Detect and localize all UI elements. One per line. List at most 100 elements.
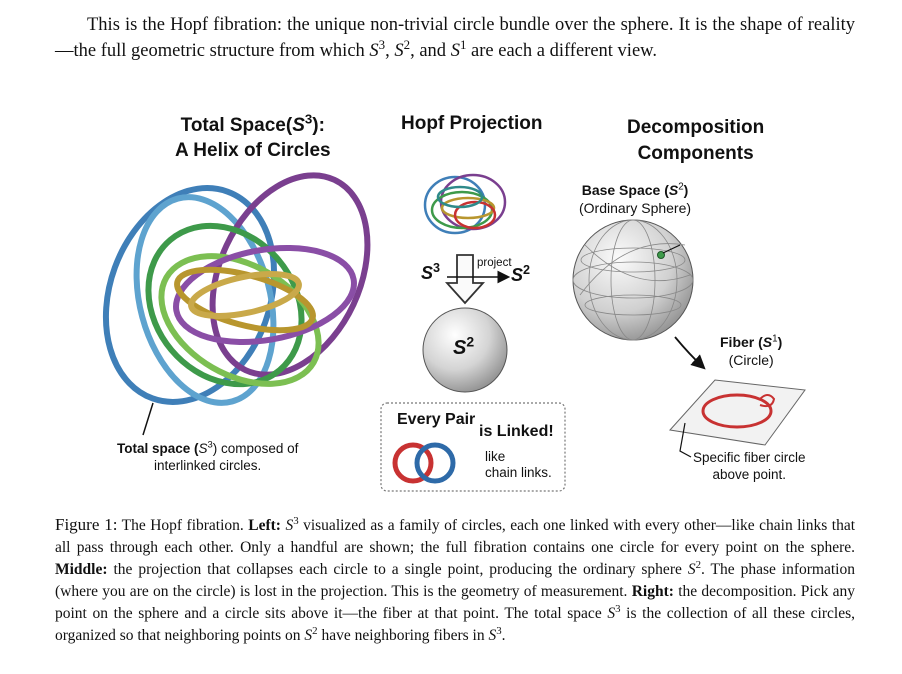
sphere-grid	[572, 219, 694, 341]
caption-text: .	[501, 627, 506, 644]
base-sphere-body	[572, 219, 694, 341]
math-sup: 2	[695, 558, 701, 571]
math-s3: S	[369, 41, 379, 61]
specific-line2: above point.	[712, 467, 787, 482]
fiber-label-sub: (Circle)	[728, 352, 774, 368]
fiber-label-text: Fiber (	[720, 334, 763, 350]
math-s1: S	[450, 41, 460, 61]
fiber-loop-green	[145, 222, 305, 388]
project-label: project	[477, 257, 512, 269]
math-s1: S	[762, 334, 773, 350]
fiber-loop-blue	[102, 185, 278, 405]
specific-line1: Specific fiber circle	[693, 450, 806, 465]
math-sup: 1	[459, 36, 467, 52]
fiber-label: Fiber (S1) (Circle)	[720, 333, 782, 369]
left-subtitle: A Helix of Circles	[175, 140, 331, 161]
math-sup: 3	[293, 514, 299, 527]
right-title-line2: Components	[637, 143, 754, 164]
math-s3: S	[198, 441, 208, 456]
sphere-s2-label: S2	[453, 334, 474, 360]
math-sup: 2	[466, 333, 475, 350]
left-note-text: Total space (	[117, 441, 199, 456]
circle-helix	[102, 172, 371, 406]
math-s3: S	[607, 605, 616, 622]
mini-loop-red	[453, 200, 497, 230]
fiber-loop-purple	[209, 172, 371, 378]
mid-s2-label: S2	[511, 263, 531, 286]
math-s3: S	[285, 517, 294, 534]
base-point	[657, 251, 665, 259]
caption-label: Figure 1:	[55, 515, 118, 534]
math-sup: 3	[207, 439, 213, 451]
pair-like: like	[485, 449, 506, 464]
left-note-text: ) composed of	[212, 441, 299, 456]
left-title-text: Total Space(	[180, 115, 293, 136]
caption-text: the decomposition. Pick any point on the…	[55, 583, 856, 622]
math-sup: 1	[772, 333, 778, 345]
math-s3: S	[421, 263, 434, 283]
every-pair-box	[380, 402, 566, 492]
figure-caption: Figure 1: The Hopf fibration. Left: S3 v…	[55, 514, 855, 647]
intro-paragraph: This is the Hopf fibration: the unique n…	[55, 12, 855, 64]
math-s3: S	[488, 627, 497, 644]
math-s3: S	[292, 115, 305, 136]
math-s2: S	[668, 182, 679, 198]
link-ring-red	[392, 442, 434, 484]
left-title-text: ):	[312, 115, 325, 136]
mid-title: Hopf Projection	[401, 113, 543, 134]
fiber-loop-gold-inner	[188, 271, 302, 319]
caption-text: have neighboring fibers in	[317, 627, 489, 644]
caption-middle-label: Middle:	[55, 561, 108, 578]
math-s2: S	[687, 561, 696, 578]
pair-note: like chain links.	[485, 449, 552, 481]
link-ring-blue	[414, 442, 456, 484]
math-sup: 2	[403, 36, 411, 52]
math-s2: S	[453, 337, 467, 359]
fiber-pointer-line	[679, 422, 692, 458]
left-note: Total space (S3) composed of interlinked…	[117, 440, 298, 474]
base-label-sub: (Ordinary Sphere)	[579, 200, 692, 216]
figure-illustration	[102, 172, 806, 492]
math-sup: 2	[678, 181, 684, 193]
math-sup: 3	[304, 111, 313, 127]
caption-text: . The phase information (where you are o…	[55, 561, 855, 600]
math-s2: S	[511, 265, 524, 285]
left-pointer-line	[142, 402, 154, 436]
hopf-figure: Total Space(S3): A Helix of Circles Tota…	[95, 105, 807, 505]
base-label-text: )	[683, 182, 689, 198]
caption-text: visualized as a family of circles, each …	[55, 517, 856, 556]
right-title: Decomposition Components	[627, 115, 764, 167]
caption-text: the projection that collapses each circl…	[107, 561, 688, 578]
math-sup: 3	[496, 624, 502, 637]
fiber-circle	[701, 393, 773, 429]
projection-arrow	[444, 254, 486, 305]
fiber-loop-violet	[173, 245, 357, 345]
fiber-arrow	[674, 336, 706, 370]
math-sup: 3	[615, 602, 621, 615]
math-sup: 2	[523, 263, 531, 277]
math-s2: S	[394, 41, 404, 61]
caption-text: The Hopf fibration.	[117, 517, 249, 534]
caption-right-label: Right:	[631, 583, 674, 600]
intro-text: ,	[385, 41, 395, 61]
base-label-text: Base Space (	[581, 182, 669, 198]
mini-loop-teal	[436, 185, 484, 209]
pair-chain: chain links.	[485, 465, 552, 480]
fiber-label-text: )	[777, 334, 783, 350]
left-note-line2: interlinked circles.	[154, 458, 262, 473]
right-title-line1: Decomposition	[627, 117, 765, 138]
fiber-circle-arrow	[759, 394, 776, 408]
base-space-label: Base Space (S2) (Ordinary Sphere)	[579, 181, 691, 217]
mini-loop-gold	[440, 196, 496, 220]
base-sphere	[572, 219, 694, 341]
math-s2: S	[304, 627, 313, 644]
left-title: Total Space(S3): A Helix of Circles	[175, 113, 331, 163]
fiber-plane	[669, 379, 806, 446]
caption-text: is the collection of all these circles, …	[55, 605, 855, 644]
caption-left-label: Left:	[248, 517, 281, 534]
math-sup: 2	[312, 624, 318, 637]
math-sup: 3	[433, 261, 441, 275]
mid-s3-label: S3	[421, 261, 441, 284]
math-sup: 3	[378, 36, 386, 52]
mini-helix	[423, 173, 507, 235]
